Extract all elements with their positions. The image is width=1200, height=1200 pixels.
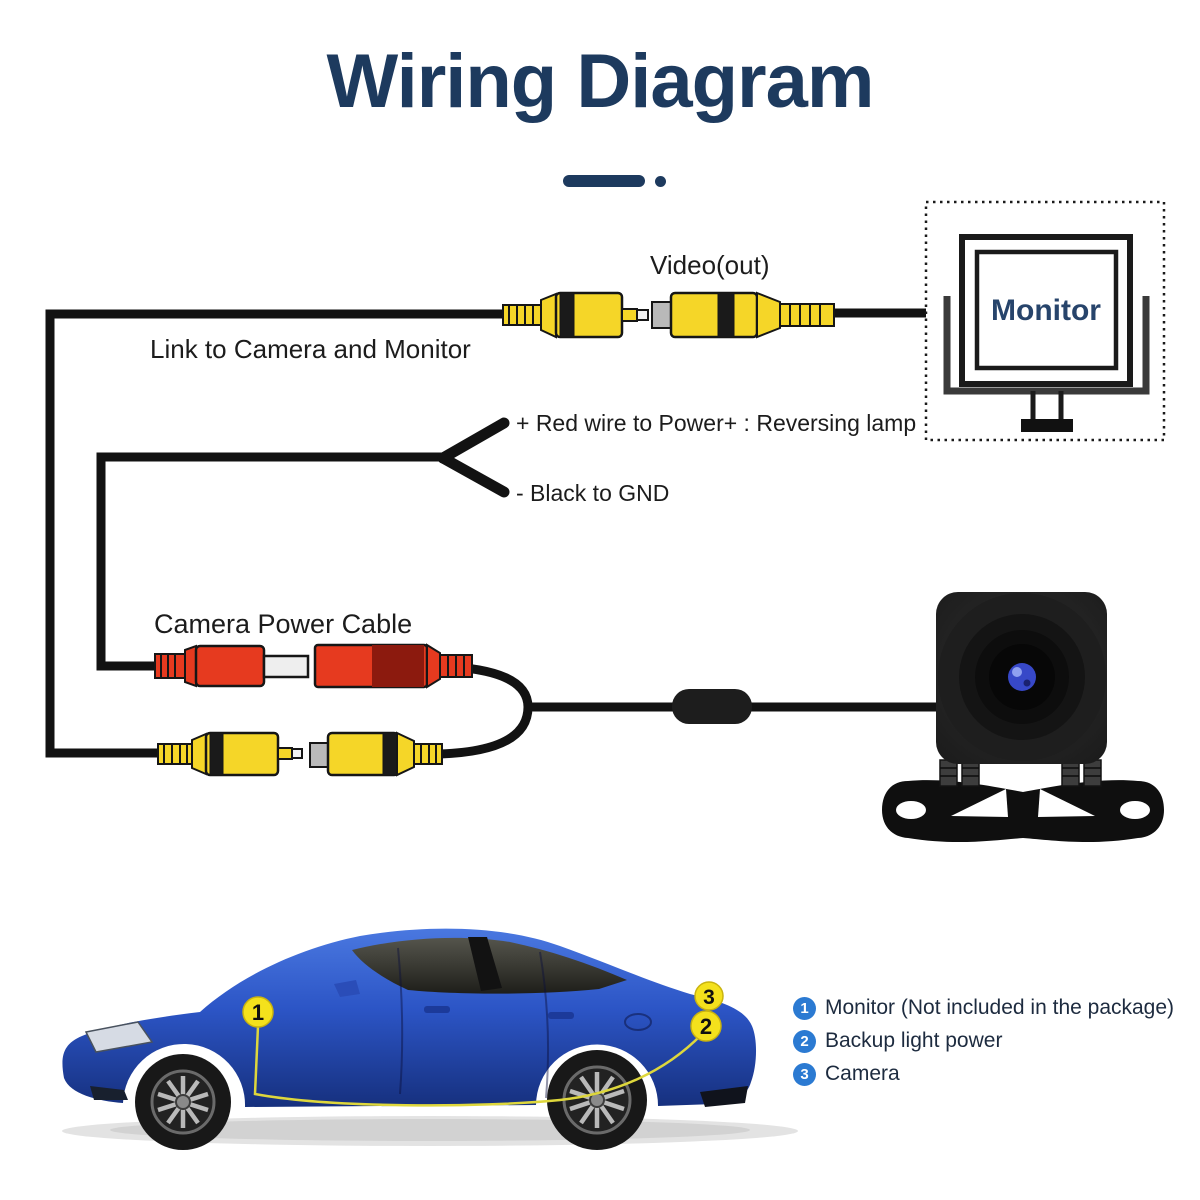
camera-bracket bbox=[882, 780, 1164, 843]
monitor-stand-neck bbox=[1030, 391, 1064, 420]
car-rear-diffuser bbox=[700, 1086, 748, 1107]
title-underline-dot bbox=[655, 176, 666, 187]
black-gnd-label: - Black to GND bbox=[516, 480, 670, 506]
car-front-wheel bbox=[135, 1054, 231, 1150]
legend-number-badge: 3 bbox=[793, 1062, 816, 1086]
power-dc-male-connector bbox=[154, 644, 310, 688]
legend: 1 Monitor (Not included in the package) … bbox=[793, 996, 1174, 1086]
camera-lens-iris bbox=[1008, 663, 1036, 691]
legend-item-label: Backup light power bbox=[825, 1029, 1003, 1052]
video-out-label: Video(out) bbox=[650, 250, 770, 280]
legend-item-label: Camera bbox=[825, 1062, 900, 1085]
car-marker-2: 2 bbox=[690, 1010, 722, 1042]
video-link-wire bbox=[45, 308, 926, 758]
camera-power-cable-label: Camera Power Cable bbox=[154, 609, 413, 639]
video-rca-female-connector bbox=[651, 291, 835, 339]
camera-rca-female-connector bbox=[309, 731, 443, 777]
car-marker-3: 3 bbox=[694, 981, 724, 1011]
ferrite-bead bbox=[672, 689, 752, 724]
svg-text:1: 1 bbox=[252, 1000, 264, 1025]
legend-number-badge: 2 bbox=[793, 1029, 816, 1053]
legend-item-backup-light-power: 2 Backup light power bbox=[793, 1029, 1174, 1053]
red-wire-label: + Red wire to Power+ : Reversing lamp bbox=[516, 410, 917, 436]
car-foglight bbox=[90, 1086, 128, 1100]
monitor-screen bbox=[974, 249, 1119, 371]
page-title: Wiring Diagram bbox=[326, 39, 875, 124]
monitor-dashed-box bbox=[924, 200, 1166, 442]
video-rca-male-connector bbox=[502, 291, 649, 339]
car-marker-1: 1 bbox=[242, 996, 274, 1028]
monitor-outer-frame bbox=[943, 296, 1150, 395]
svg-text:2: 2 bbox=[700, 1014, 712, 1039]
monitor-stand-base bbox=[1021, 419, 1073, 432]
legend-item-camera: 3 Camera bbox=[793, 1062, 1174, 1086]
camera-illustration bbox=[882, 592, 1164, 843]
svg-text:3: 3 bbox=[703, 986, 715, 1009]
legend-number-badge: 1 bbox=[793, 996, 816, 1020]
monitor-label: Monitor bbox=[991, 294, 1101, 327]
link-to-camera-monitor-label: Link to Camera and Monitor bbox=[150, 334, 471, 364]
camera-screws bbox=[939, 759, 1102, 787]
power-fork-wire bbox=[96, 417, 510, 671]
camera-rca-male-connector bbox=[157, 731, 303, 777]
legend-item-label: Monitor (Not included in the package) bbox=[825, 996, 1175, 1019]
car-headlight bbox=[84, 1021, 154, 1053]
car-b-pillar bbox=[468, 937, 502, 991]
title-underline-dash bbox=[563, 175, 645, 187]
legend-item-monitor: 1 Monitor (Not included in the package) bbox=[793, 996, 1174, 1020]
monitor-illustration bbox=[924, 200, 1166, 442]
car-wiring-route bbox=[253, 1025, 703, 1107]
power-dc-female-connector bbox=[313, 643, 473, 689]
car-illustration: 1 3 2 bbox=[62, 928, 798, 1150]
